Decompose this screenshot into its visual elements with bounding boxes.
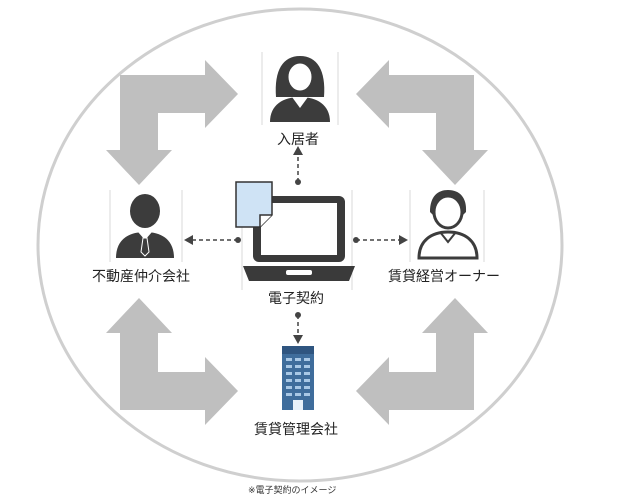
tenant-label: 入居者	[277, 132, 319, 148]
arrow-agency-to-management	[106, 298, 238, 425]
owner-person-icon	[417, 190, 479, 260]
owner-label: 賃貸経営オーナー	[388, 269, 500, 285]
management-label: 賃貸管理会社	[254, 422, 338, 438]
building-icon	[282, 346, 314, 410]
footnote: ※電子契約のイメージ	[248, 486, 337, 496]
arrow-tenant-to-owner	[356, 60, 488, 185]
document-icon	[235, 181, 273, 228]
arrow-management-to-owner	[356, 298, 488, 425]
agency-label: 不動産仲介会社	[92, 269, 190, 285]
center-label: 電子契約	[268, 291, 324, 307]
arrow-agency-to-tenant	[106, 60, 238, 185]
laptop-icon	[243, 196, 355, 281]
tenant-person-icon	[270, 56, 330, 122]
agency-person-icon	[116, 194, 174, 258]
